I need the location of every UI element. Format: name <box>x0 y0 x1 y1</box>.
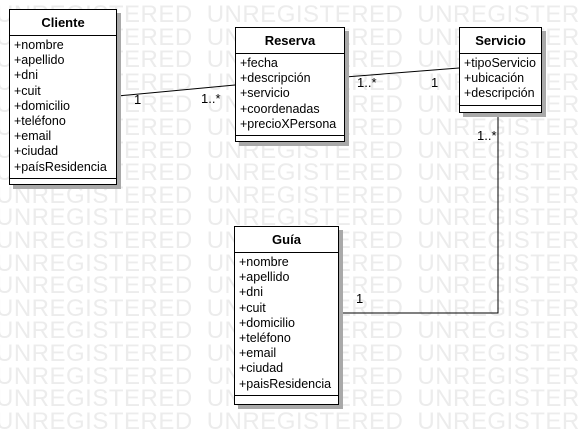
multiplicity-cliente-end: 1 <box>134 92 142 107</box>
attribute: +teléfono <box>14 114 66 129</box>
attribute: +paisResidencia <box>239 376 332 391</box>
class-reserva[interactable]: Reserva +fecha+descripción+servicio+coor… <box>235 27 345 142</box>
attribute: +precioXPersona <box>240 116 337 131</box>
attribute: +paísResidencia <box>14 159 107 174</box>
attribute: +dni <box>14 68 38 83</box>
class-name: Guía <box>235 227 338 253</box>
attribute: +dni <box>239 285 263 300</box>
attribute: +coordenadas <box>240 101 320 116</box>
attribute-list: +nombre+apellido+dni+cuit+domicilio+telé… <box>10 36 116 179</box>
attribute: +descripción <box>240 71 311 86</box>
class-name: Servicio <box>460 28 541 54</box>
class-cliente[interactable]: Cliente +nombre+apellido+dni+cuit+domici… <box>9 9 117 185</box>
operations-compartment <box>235 396 338 406</box>
multiplicity-servicio-guia-end: 1..* <box>477 128 497 143</box>
attribute: +email <box>239 346 277 361</box>
operations-compartment <box>236 136 344 146</box>
attribute: +domicilio <box>14 98 70 113</box>
attribute: +fecha <box>240 56 278 70</box>
attribute: +email <box>14 129 52 144</box>
attribute: +servicio <box>240 86 290 101</box>
attribute: +cuit <box>14 83 41 98</box>
multiplicity-guia-end: 1 <box>356 291 364 306</box>
attribute-list: +tipoServicio+ubicación+descripción <box>460 54 541 106</box>
association-reserva-servicio <box>344 67 460 78</box>
attribute-list: +nombre+apellido+dni+cuit+domicilio+telé… <box>235 253 338 396</box>
attribute: +cuit <box>239 300 266 315</box>
association-cliente-reserva <box>116 84 236 97</box>
attribute: +apellido <box>14 53 65 68</box>
class-guia[interactable]: Guía +nombre+apellido+dni+cuit+domicilio… <box>234 226 339 405</box>
class-name: Cliente <box>10 10 116 36</box>
attribute: +ciudad <box>239 361 284 376</box>
attribute: +apellido <box>239 270 290 285</box>
multiplicity-reserva-servicio-end: 1..* <box>357 75 377 90</box>
multiplicity-servicio-end: 1 <box>431 75 439 90</box>
multiplicity-reserva-end: 1..* <box>201 91 221 106</box>
attribute: +tipoServicio <box>464 56 536 70</box>
attribute: +ubicación <box>464 71 525 86</box>
attribute: +domicilio <box>239 315 295 330</box>
class-servicio[interactable]: Servicio +tipoServicio+ubicación+descrip… <box>459 27 542 113</box>
attribute: +descripción <box>464 86 535 101</box>
operations-compartment <box>460 106 541 116</box>
attribute: +nombre <box>239 255 289 269</box>
attribute: +ciudad <box>14 144 59 159</box>
operations-compartment <box>10 179 116 189</box>
association-servicio-guia <box>339 113 499 314</box>
class-name: Reserva <box>236 28 344 54</box>
attribute: +nombre <box>14 38 64 52</box>
attribute-list: +fecha+descripción+servicio+coordenadas+… <box>236 54 344 137</box>
attribute: +teléfono <box>239 331 291 346</box>
